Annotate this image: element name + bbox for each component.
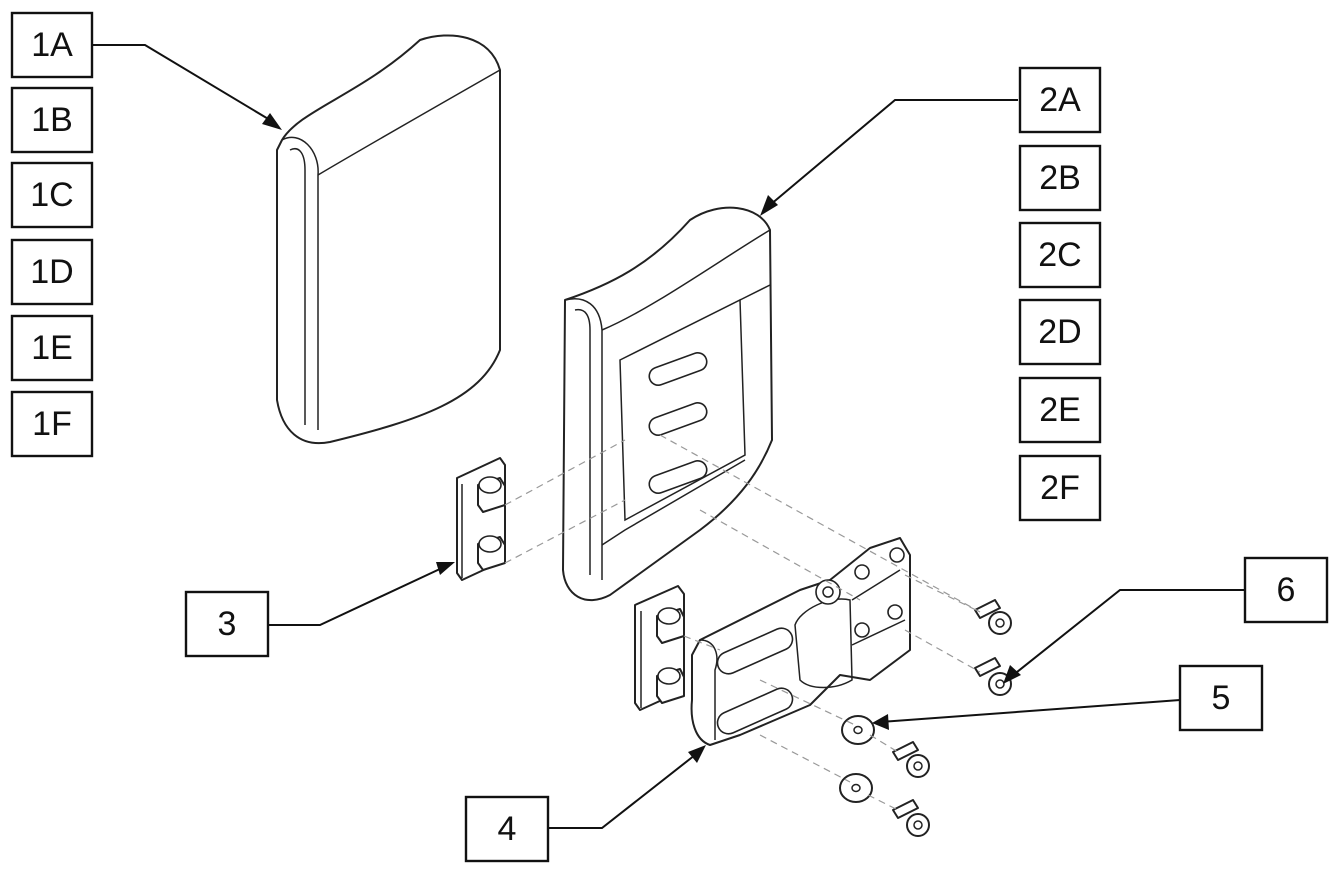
label-group-2: 2A 2B 2C 2D 2E 2F bbox=[1018, 66, 1102, 522]
label-2b: 2B bbox=[1039, 159, 1081, 197]
label-box-1b bbox=[10, 86, 94, 154]
stud-plate-4-back bbox=[634, 585, 685, 711]
label-2c: 2C bbox=[1038, 236, 1081, 274]
label-box-2a bbox=[1018, 66, 1102, 134]
leader-lines bbox=[93, 44, 1245, 829]
label-box-1d bbox=[10, 238, 94, 306]
pad-2 bbox=[562, 206, 773, 601]
label-1e: 1E bbox=[31, 329, 73, 367]
assembly-lines bbox=[504, 434, 981, 811]
label-2a: 2A bbox=[1039, 81, 1081, 119]
label-1f: 1F bbox=[32, 405, 72, 443]
label-box-2d bbox=[1018, 298, 1102, 366]
hinge-bracket-4 bbox=[690, 537, 911, 746]
pad-1 bbox=[276, 34, 501, 445]
label-box-2b bbox=[1018, 144, 1102, 212]
label-1c: 1C bbox=[30, 176, 73, 214]
screws-6 bbox=[892, 599, 1012, 837]
label-box-1f bbox=[10, 390, 94, 458]
label-2e: 2E bbox=[1039, 391, 1081, 429]
washers-5 bbox=[839, 715, 875, 803]
label-3: 3 bbox=[218, 605, 237, 643]
label-group-1: 1A 1B 1C 1D 1E 1F bbox=[10, 11, 94, 458]
label-box-2c bbox=[1018, 221, 1102, 289]
label-box-4 bbox=[464, 795, 550, 863]
label-box-1a bbox=[10, 11, 94, 79]
label-group-single: 3 4 5 6 bbox=[184, 556, 1329, 863]
label-box-5 bbox=[1178, 664, 1264, 732]
label-1d: 1D bbox=[30, 253, 73, 291]
label-box-1e bbox=[10, 314, 94, 382]
label-box-1c bbox=[10, 161, 94, 229]
stud-plate-3 bbox=[456, 457, 506, 581]
label-2f: 2F bbox=[1040, 469, 1080, 507]
label-2d: 2D bbox=[1038, 313, 1081, 351]
label-box-2e bbox=[1018, 376, 1102, 444]
label-4: 4 bbox=[498, 810, 517, 848]
label-5: 5 bbox=[1212, 679, 1231, 717]
label-box-6 bbox=[1243, 556, 1329, 624]
label-box-2f bbox=[1018, 454, 1102, 522]
label-1b: 1B bbox=[31, 101, 73, 139]
label-1a: 1A bbox=[31, 26, 73, 64]
label-box-3 bbox=[184, 590, 270, 658]
label-6: 6 bbox=[1277, 571, 1296, 609]
